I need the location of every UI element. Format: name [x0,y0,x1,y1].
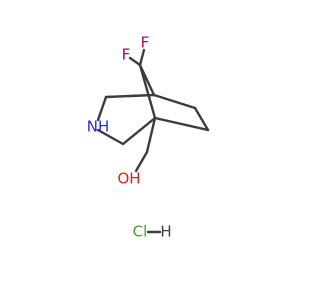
bond-c2-c1 [121,116,157,146]
fluorine-atom-left: F [122,46,131,64]
bond-network [96,48,210,234]
bond-c8-f-left [128,56,142,67]
bond-c5-c4 [152,93,197,110]
bond-c8-c1 [138,63,157,120]
bond-c6-n [96,95,108,122]
bond-c3-c1 [153,116,210,132]
amine-nh-label: NH [87,118,110,136]
bond-c8-f-top [138,48,146,67]
fluorine-atom-top: F [141,34,150,52]
bond-c5-c6 [104,93,156,99]
bond-c4-c3 [193,106,210,132]
bond-c1-ch2 [145,116,157,154]
molecule-structure-diagram: F F NH OH Cl H [87,34,210,241]
bond-n-c2 [96,128,125,146]
hydrogen-atom-label: H [160,223,171,241]
bond-ch2-o [134,150,149,173]
chlorine-atom-label: Cl [133,223,148,241]
hydroxyl-oh-label: OH [117,170,140,188]
